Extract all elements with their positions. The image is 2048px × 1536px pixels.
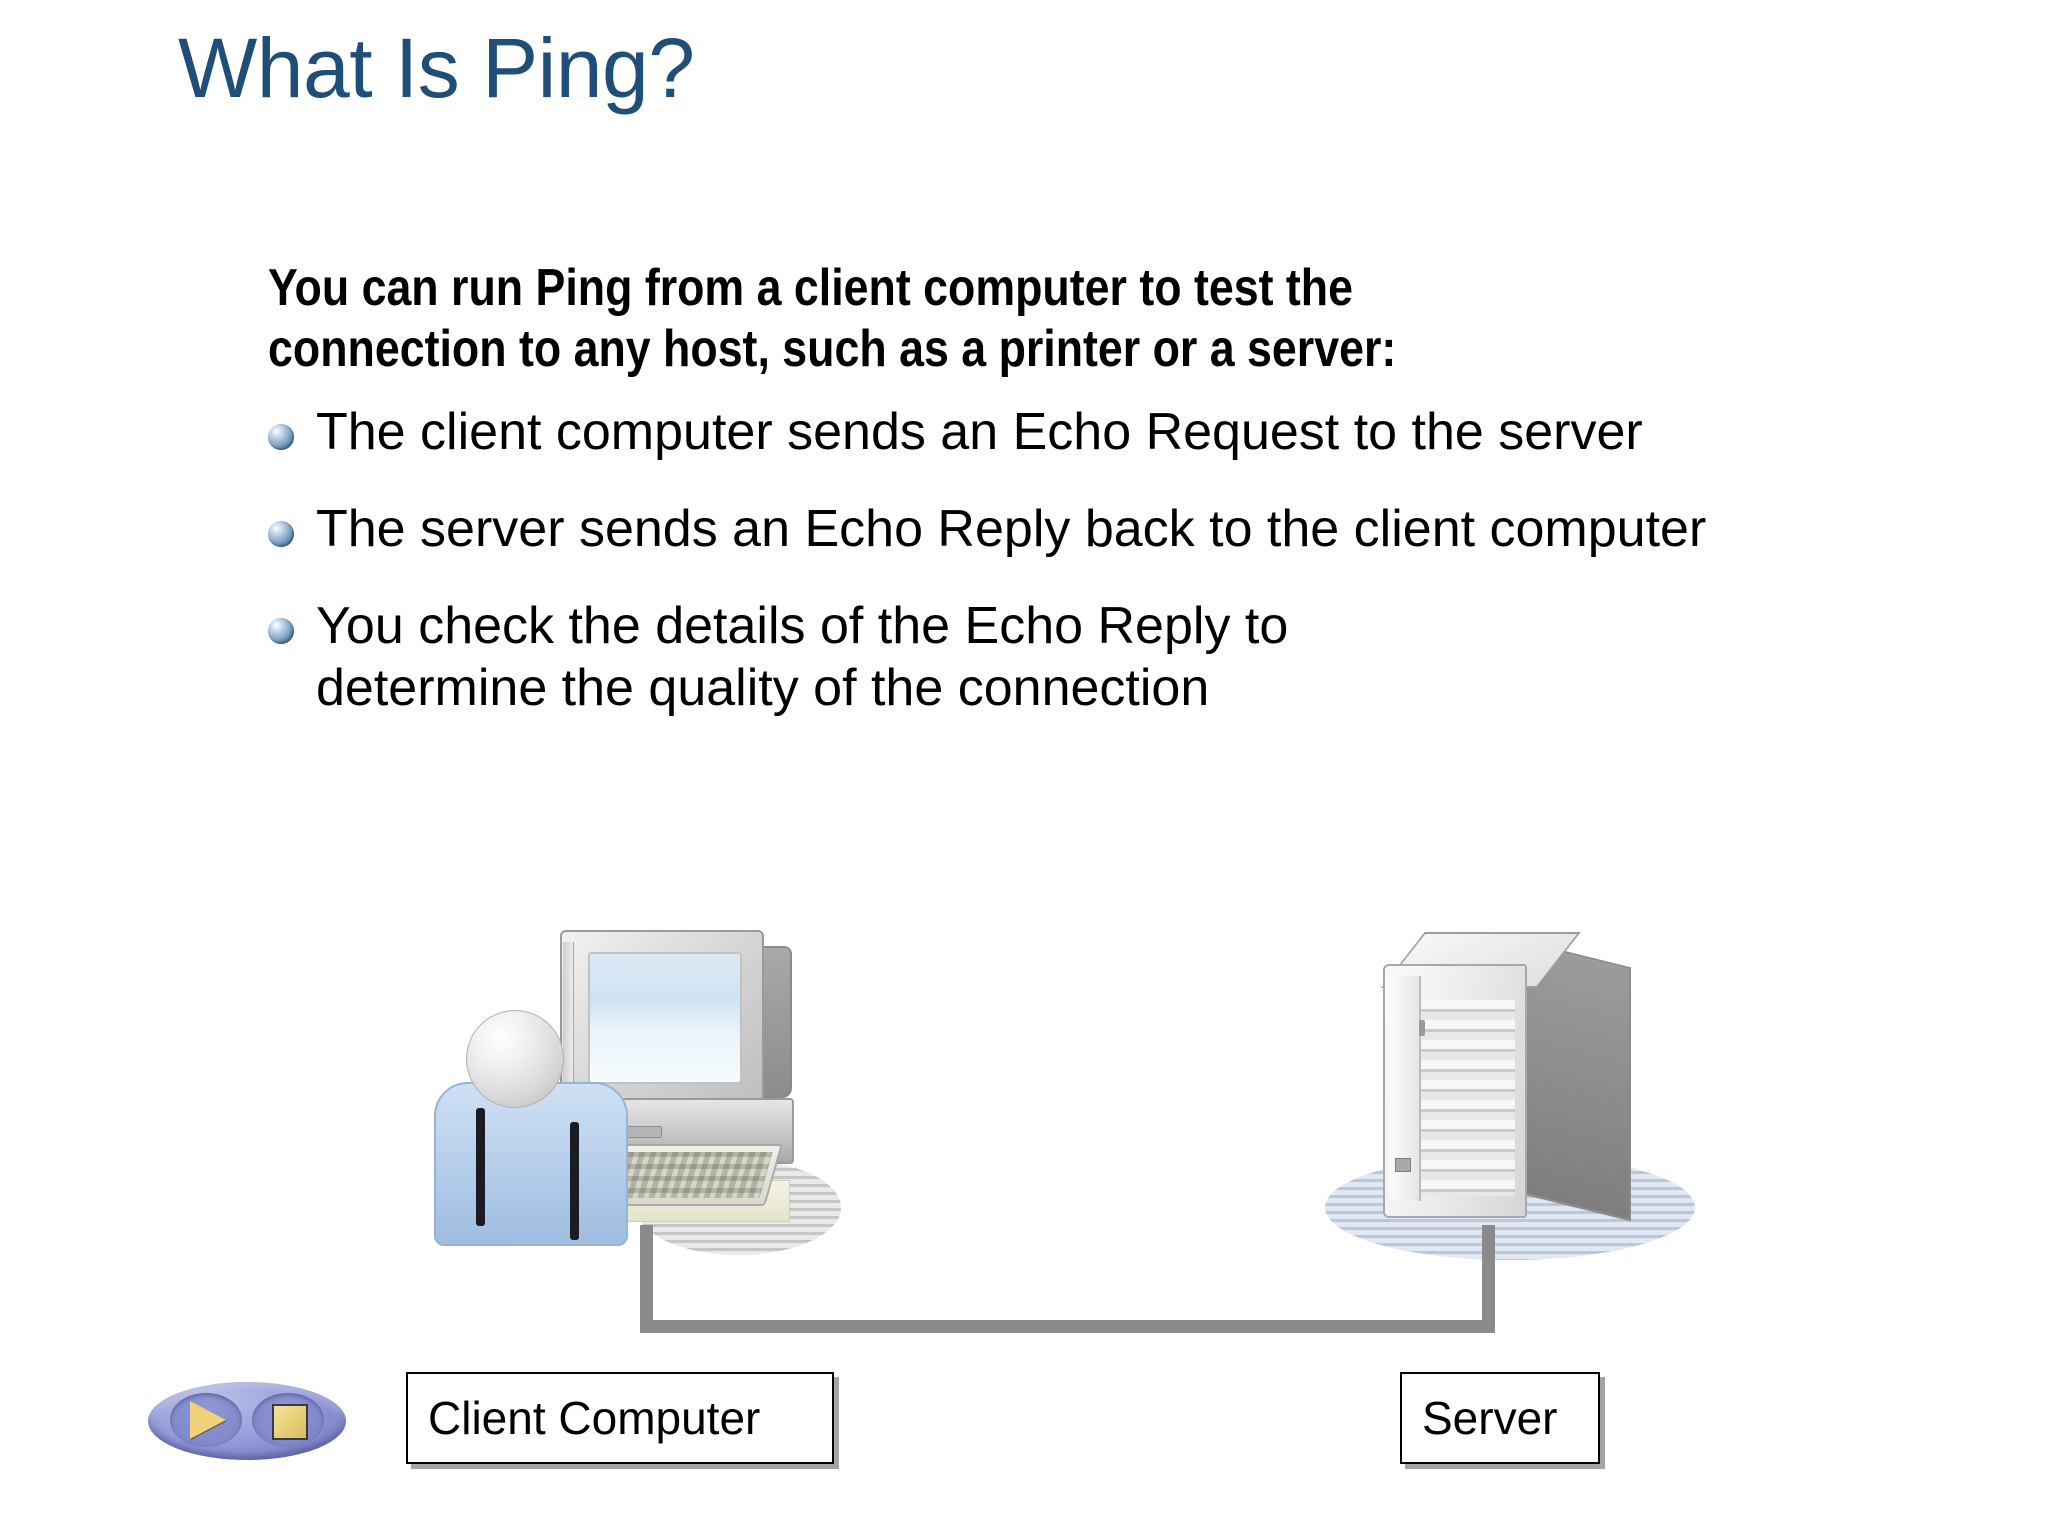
server-status-led — [1395, 1158, 1411, 1172]
play-stop-badge-icon[interactable] — [148, 1382, 346, 1460]
bullet-line: The client computer sends an Echo Reques… — [316, 402, 1643, 461]
monitor-screen — [588, 952, 742, 1084]
bullet-line: The server sends an Echo Reply back to t… — [316, 500, 1707, 559]
lead-line-1: You can run Ping from a client computer … — [268, 259, 1353, 317]
sphere-bullet-icon — [268, 618, 294, 645]
play-triangle-icon[interactable] — [190, 1401, 226, 1439]
content-block: You can run Ping from a client computer … — [268, 258, 1828, 755]
monitor-hinge — [563, 942, 574, 1092]
list-item: The server sends an Echo Reply back to t… — [268, 499, 1828, 560]
client-computer-user-icon — [430, 930, 850, 1290]
sphere-bullet-icon — [268, 423, 294, 450]
bullet-text: The server sends an Echo Reply back to t… — [316, 499, 1706, 560]
client-computer-label: Client Computer — [406, 1372, 834, 1464]
bullet-text: The client computer sends an Echo Reques… — [316, 402, 1643, 463]
page-title: What Is Ping? — [178, 21, 695, 115]
sphere-bullet-icon — [268, 521, 294, 548]
lead-line-2: connection to any host, such as a printe… — [268, 319, 1397, 378]
bullet-list: The client computer sends an Echo Reques… — [268, 402, 1828, 719]
network-cable-right-riser — [1482, 1225, 1495, 1328]
lead-paragraph: You can run Ping from a client computer … — [268, 258, 1610, 380]
bullet-line: determine the quality of the connection — [316, 658, 1210, 717]
bullet-line: You check the details of the Echo Reply … — [316, 597, 1289, 656]
list-item: You check the details of the Echo Reply … — [268, 596, 1828, 719]
person-body-icon — [434, 1082, 628, 1246]
server-power-button — [1419, 1020, 1425, 1036]
network-cable-icon — [640, 1320, 1495, 1333]
server-tower-icon — [1355, 928, 1655, 1258]
stop-square-icon[interactable] — [272, 1404, 308, 1440]
server-vents — [1417, 1000, 1515, 1196]
network-cable-left-riser — [640, 1225, 653, 1328]
person-head-icon — [466, 1010, 564, 1108]
person-arm-left — [476, 1108, 485, 1226]
server-label: Server — [1400, 1372, 1600, 1464]
person-arm-right — [570, 1122, 579, 1240]
bullet-text: You check the details of the Echo Reply … — [316, 596, 1288, 719]
list-item: The client computer sends an Echo Reques… — [268, 402, 1828, 463]
